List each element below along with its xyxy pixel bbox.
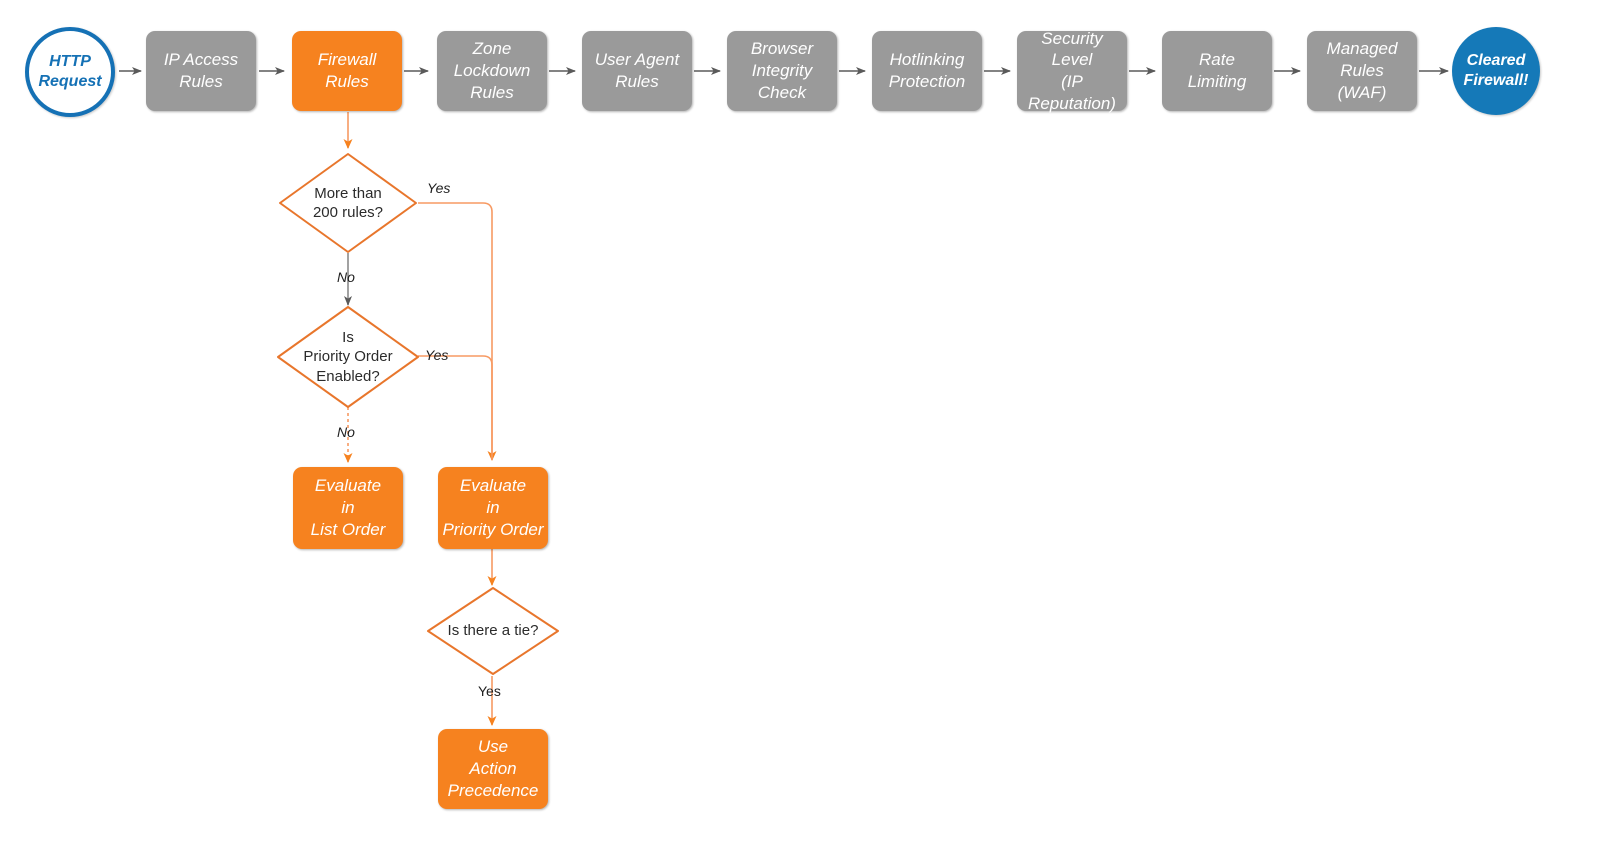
node-label: User Agent Rules [594,50,680,91]
edge-yes-more-than-200 [418,202,497,461]
node-label: Cleared Firewall! [1463,51,1529,89]
node-label: Use Action Precedence [447,737,539,800]
node-label: Security Level (IP Reputation) [1028,28,1116,113]
edge-label-yes-priority-order: Yes [425,347,449,363]
node-ip-access-rules[interactable]: IP Access Rules [146,31,256,111]
node-user-agent-rules[interactable]: User Agent Rules [582,31,692,111]
node-label: Zone Lockdown Rules [453,39,531,102]
edge-label-yes-more-than-200: Yes [427,180,451,196]
node-rate-limiting[interactable]: Rate Limiting [1162,31,1272,111]
diamond-shape [279,153,417,253]
node-label: Is Priority Order Enabled? [303,329,393,385]
node-label: HTTP Request [38,52,102,90]
node-cleared-firewall[interactable]: Cleared Firewall! [1452,27,1540,115]
node-label: Browser Integrity Check [750,39,814,102]
node-http-request[interactable]: HTTP Request [25,27,115,117]
node-is-there-a-tie[interactable]: Is there a tie? [426,586,560,676]
node-label: More than 200 rules? [312,184,384,221]
edge-label-no-priority-order: No [337,424,355,440]
node-is-priority-order-enabled[interactable]: Is Priority Order Enabled? [276,305,420,409]
edge-label-yes-is-there-a-tie: Yes [478,683,501,699]
node-label: Rate Limiting [1187,50,1247,91]
node-browser-integrity-check[interactable]: Browser Integrity Check [727,31,837,111]
diamond-shape [277,306,419,408]
node-label: Is there a tie? [447,622,539,640]
node-use-action-precedence[interactable]: Use Action Precedence [438,729,548,809]
node-label: Firewall Rules [317,50,377,91]
node-managed-rules-waf[interactable]: Managed Rules (WAF) [1307,31,1417,111]
edge-yes-priority-order [418,355,493,460]
node-evaluate-in-priority-order[interactable]: Evaluate in Priority Order [438,467,548,549]
node-evaluate-in-list-order[interactable]: Evaluate in List Order [293,467,403,549]
node-hotlinking-protection[interactable]: Hotlinking Protection [872,31,982,111]
diamond-shape [427,587,559,675]
node-security-level[interactable]: Security Level (IP Reputation) [1017,29,1127,113]
node-zone-lockdown-rules[interactable]: Zone Lockdown Rules [437,31,547,111]
node-label: Hotlinking Protection [888,50,966,91]
node-label: IP Access Rules [163,50,239,91]
node-label: Managed Rules (WAF) [1326,39,1398,102]
node-label: Evaluate in Priority Order [442,476,544,539]
edge-label-no-more-than-200: No [337,269,355,285]
node-more-than-200-rules[interactable]: More than 200 rules? [278,152,418,254]
node-label: Evaluate in List Order [310,476,386,539]
node-firewall-rules[interactable]: Firewall Rules [292,31,402,111]
